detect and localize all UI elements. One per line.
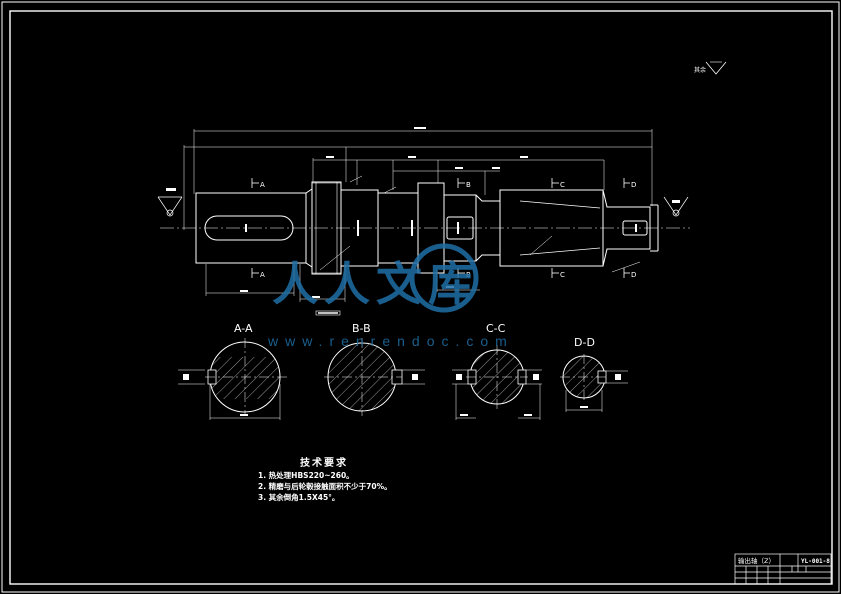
- section-cut-labels: A A B B C C D D: [260, 181, 636, 279]
- roughness-symbol-icon: [705, 61, 727, 75]
- tech-requirement-2: 2. 精磨与后轮毂接触面积不少于70%。: [258, 481, 392, 491]
- dimension-lines: [183, 127, 653, 316]
- watermark-url: www.renrendoc.com: [267, 333, 514, 349]
- watermark-brand: 人人文库: [272, 258, 480, 310]
- datum-symbols: [157, 188, 689, 217]
- section-cut-marks: [251, 178, 630, 278]
- inner-border: [9, 10, 833, 585]
- roughness-note-text: 其余: [694, 66, 706, 74]
- keyway-b: [446, 216, 474, 240]
- svg-text:A: A: [260, 181, 265, 189]
- svg-text:B: B: [466, 271, 471, 279]
- svg-text:A: A: [260, 271, 265, 279]
- part-name: 输出轴（Z）: [738, 556, 775, 565]
- tech-requirement-1: 1. 热处理HBS220~260。: [258, 470, 354, 480]
- roughness-note: 其余: [694, 61, 727, 75]
- watermark-logo-icon: [409, 243, 479, 313]
- svg-text:B: B: [466, 181, 471, 189]
- shaft-main-view: [160, 181, 690, 275]
- section-view-a-a: A-A: [178, 322, 288, 420]
- keyway-a: [204, 215, 294, 241]
- svg-text:C: C: [560, 271, 565, 279]
- section-view-d-d: D-D: [560, 336, 628, 412]
- drawing-number: YL-001-8: [801, 558, 830, 565]
- keyway-d: [622, 220, 648, 236]
- section-label-c-c: C-C: [486, 322, 506, 335]
- section-view-c-c: C-C: [452, 322, 542, 420]
- section-label-b-b: B-B: [352, 322, 371, 335]
- tech-requirements: 技术要求 1. 热处理HBS220~260。 2. 精磨与后轮毂接触面积不少于7…: [258, 456, 392, 502]
- section-label-d-d: D-D: [574, 336, 595, 349]
- section-label-a-a: A-A: [234, 322, 253, 335]
- svg-text:D: D: [631, 271, 636, 279]
- hatch-b-b: [328, 343, 396, 411]
- tech-requirements-title: 技术要求: [300, 456, 348, 469]
- section-view-b-b: B-B: [324, 322, 425, 416]
- tech-requirement-3: 3. 其余倒角1.5X45°。: [258, 492, 339, 502]
- watermark: 人人文库 www.renrendoc.com: [267, 243, 514, 349]
- title-block: [734, 553, 832, 585]
- svg-text:C: C: [560, 181, 565, 189]
- svg-text:D: D: [631, 181, 636, 189]
